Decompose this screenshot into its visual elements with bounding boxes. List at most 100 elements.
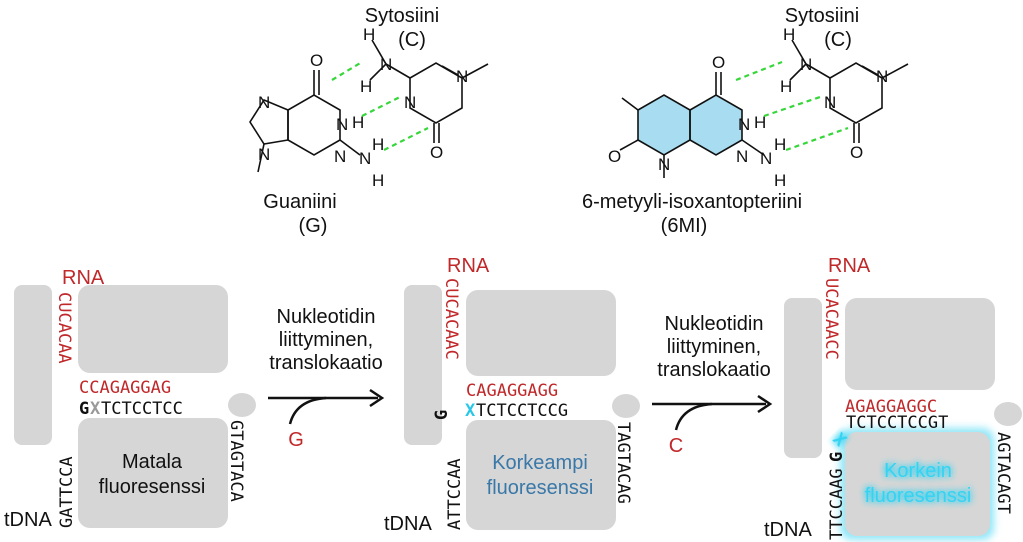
guanine-cytosine-pair: N H H N N O Sytosiini (C) O N H N N H H …: [249, 5, 489, 237]
cytosine-right-abbr: (C): [824, 29, 852, 51]
hydrogen-bond: [383, 127, 429, 151]
atom-h: H: [780, 77, 792, 96]
transition-line2: liittyminen,: [279, 329, 373, 351]
dna-marker: X: [465, 401, 476, 421]
polymerase-left-lobe: [404, 285, 442, 445]
transition-1: Nukleotidin liittyminen, translokaatio G: [268, 306, 385, 451]
atom-n: N: [258, 93, 270, 112]
hydrogen-bond: [785, 126, 849, 152]
fluorescence-line2: fluoresenssi: [865, 485, 972, 507]
atom-n: N: [736, 147, 748, 166]
analog-abbr: (6MI): [661, 215, 708, 237]
dna-marker: X: [90, 399, 101, 419]
arrow-branch: [288, 396, 327, 425]
dna-first-base: G: [432, 410, 452, 420]
atom-n: N: [658, 155, 670, 174]
hydrogen-bond: [763, 95, 821, 118]
dna-first-base: G: [827, 452, 847, 462]
dna-left-vertical-seq: TTCCAAG: [827, 468, 847, 540]
guanine-abbr: (G): [299, 215, 328, 237]
dna-horizontal-seq: TCTCCTCCG: [476, 401, 568, 421]
atom-o: O: [430, 143, 443, 162]
fluorescence-line1: Matala: [122, 451, 183, 473]
atom-o: O: [712, 53, 725, 72]
atom-n: N: [760, 149, 772, 168]
cytosine-left-structure: N H H N N O: [360, 25, 489, 162]
dna-right-vertical-seq: TAGTACAG: [613, 422, 633, 504]
atom-n: N: [334, 147, 346, 166]
atom-n: N: [824, 93, 836, 112]
fluorescence-line1: Korkeampi: [492, 452, 588, 474]
atom-n: N: [456, 67, 468, 86]
atom-o: O: [310, 51, 323, 70]
guanine-name: Guaniini: [263, 191, 336, 213]
hydrogen-bond: [735, 60, 783, 82]
polymerase-left-lobe: [784, 298, 822, 458]
polymerase-left-lobe: [14, 285, 52, 445]
atom-h: H: [372, 171, 384, 190]
arrow-head: [757, 394, 773, 414]
atom-h: H: [774, 135, 786, 154]
arrow-branch: [674, 402, 713, 431]
atom-n: N: [336, 115, 348, 134]
atom-o: O: [608, 147, 621, 166]
rna-horizontal-seq: CAGAGGAGG: [466, 381, 558, 401]
polymerase-lower-domain: [466, 420, 616, 530]
atom-h: H: [363, 25, 375, 44]
incoming-nucleotide: C: [669, 435, 683, 457]
analog-name: 6-metyyli-isoxantopteriini: [582, 191, 802, 213]
cytosine-amino-n: N: [380, 55, 392, 74]
transition-2: Nukleotidin liittyminen, translokaatio C: [652, 313, 773, 457]
arrow-head: [369, 388, 385, 408]
atom-n: N: [258, 145, 270, 164]
6mi-cytosine-pair: N H H N N O Sytosiini (C) O N H N N H: [582, 5, 909, 237]
transition-line3: translokaatio: [657, 359, 770, 381]
tdna-label: tDNA: [384, 513, 432, 535]
polymerase-upper-domain: [845, 298, 995, 390]
atom-h: H: [783, 25, 795, 44]
6mi-structure: O N H N N H H O N: [608, 53, 786, 190]
dna-horizontal-seq: TCTCCTCC: [101, 399, 183, 419]
polymerase-upper-domain: [78, 285, 228, 373]
atom-n: N: [800, 55, 812, 74]
incoming-nucleotide: G: [288, 429, 304, 451]
transition-line2: liittyminen,: [667, 336, 761, 358]
stage-3: RNA UCACAACC AGAGGAGGC X TCTCCTCCGT G TT…: [764, 255, 1022, 541]
dna-left-vertical-seq: ATTCCAA: [445, 458, 465, 530]
dna-right-vertical-seq: GTAGTACA: [226, 420, 246, 502]
atom-n: N: [359, 149, 371, 168]
fluorescence-line2: fluoresenssi: [487, 477, 594, 499]
hydrogen-bond: [361, 96, 401, 117]
atom-n: N: [876, 67, 888, 86]
rna-horizontal-seq: CCAGAGGAG: [79, 378, 171, 398]
rna-label: RNA: [447, 255, 490, 277]
guanine-structure: O N H N N H H N N: [249, 51, 384, 190]
transition-line3: translokaatio: [269, 352, 382, 374]
transition-line1: Nukleotidin: [665, 313, 764, 335]
cytosine-left-abbr: (C): [398, 29, 426, 51]
polymerase-lower-domain: [78, 418, 228, 528]
dna-left-vertical-seq: GATTCCA: [57, 456, 77, 528]
stage-1: RNA CUCACAA CCAGAGGAG G X TCTCCTCC GATTC…: [4, 267, 256, 531]
dna-horizontal-seq: TCTCCTCCGT: [846, 413, 948, 433]
fluorescence-line1: Korkein: [884, 460, 952, 482]
atom-n: N: [404, 93, 416, 112]
atom-h: H: [360, 77, 372, 96]
polymerase-upper-domain: [466, 290, 616, 376]
cytosine-right-structure: N H H N N O: [780, 25, 909, 162]
atom-h: H: [352, 113, 364, 132]
cytosine-right-name: Sytosiini: [785, 5, 859, 27]
atom-h: H: [372, 135, 384, 154]
transition-line1: Nukleotidin: [277, 306, 376, 328]
rna-label: RNA: [828, 255, 871, 277]
rna-horizontal-seq: AGAGGAGGC: [845, 397, 937, 417]
tdna-label: tDNA: [764, 519, 812, 541]
fluorescence-line2: fluoresenssi: [99, 476, 206, 498]
tdna-label: tDNA: [4, 509, 52, 531]
rna-label: RNA: [62, 267, 105, 289]
polymerase-lower-domain: [845, 432, 990, 536]
rna-vertical-seq: UCACAACC: [821, 278, 841, 360]
rna-vertical-seq: CUCACAAC: [441, 278, 461, 360]
polymerase-nub: [228, 393, 256, 417]
